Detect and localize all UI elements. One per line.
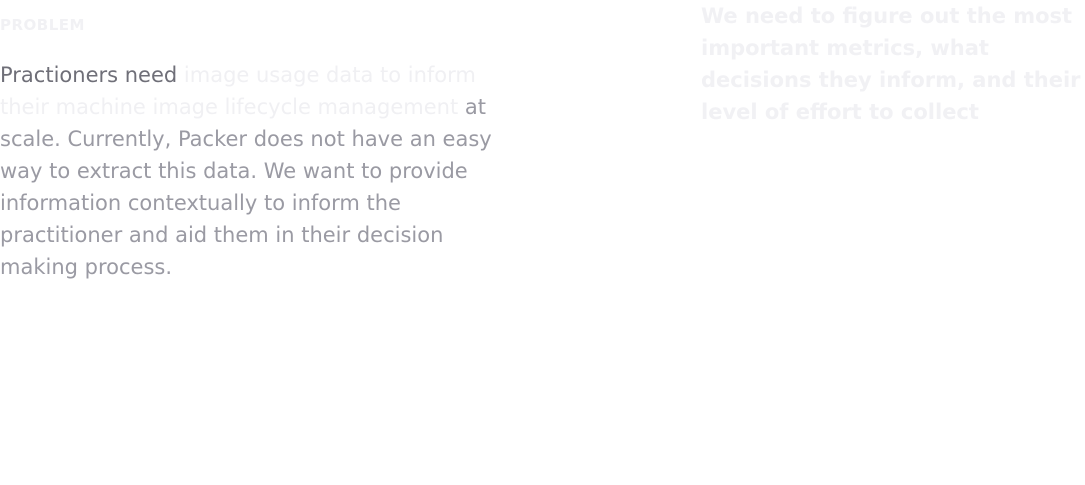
- problem-lead-text: Practioners need: [0, 63, 178, 87]
- problem-statement: Practioners need image usage data to inf…: [0, 59, 500, 283]
- problem-faded-text: image usage data to inform their machine…: [0, 63, 476, 119]
- goal-statement: We need to figure out the most important…: [701, 4, 1081, 124]
- problem-rest-text: at scale. Currently, Packer does not hav…: [0, 95, 492, 279]
- section-label-problem: PROBLEM: [0, 16, 85, 34]
